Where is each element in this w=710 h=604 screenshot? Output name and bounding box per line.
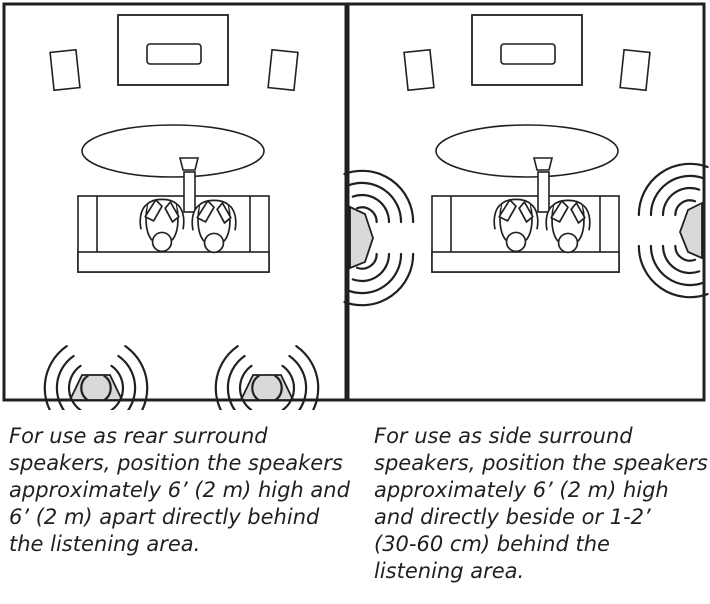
- caption-line: (30-60 cm) behind the: [374, 532, 610, 556]
- coffee-table-icon: [81, 124, 265, 178]
- caption-line: 6’ (2 m) apart directly behind: [9, 505, 320, 529]
- coffee-table-icon: [435, 124, 619, 178]
- lamp-icon: [532, 157, 554, 213]
- rear-surround-caption: For use as rear surround speakers, posit…: [9, 423, 350, 558]
- front-speaker-icon: [49, 48, 81, 92]
- surround-speaker-icon: [679, 201, 703, 260]
- caption-line: speakers, position the speakers: [374, 451, 708, 475]
- lamp-icon: [178, 157, 200, 213]
- caption-line: approximately 6’ (2 m) high: [374, 478, 669, 502]
- front-speaker-icon: [403, 48, 435, 92]
- caption-line: approximately 6’ (2 m) high and: [9, 478, 350, 502]
- front-speaker-icon: [267, 48, 299, 92]
- room-side: [331, 2, 710, 402]
- side-surround-caption: For use as side surround speakers, posit…: [374, 423, 708, 585]
- caption-line: the listening area.: [9, 532, 201, 556]
- tv-icon: [117, 14, 229, 86]
- caption-line: For use as rear surround: [9, 424, 268, 448]
- surround-speaker-icon: [68, 374, 124, 401]
- front-speaker-icon: [619, 48, 651, 92]
- caption-line: For use as side surround: [374, 424, 633, 448]
- caption-line: and directly beside or 1-2’: [374, 505, 651, 529]
- speaker-placement-diagram: [2, 2, 710, 410]
- sofa-icon: [77, 195, 270, 273]
- surround-speaker-icon: [349, 205, 374, 270]
- caption-line: speakers, position the speakers: [9, 451, 343, 475]
- room-rear: [2, 2, 348, 410]
- tv-icon: [471, 14, 583, 86]
- surround-speaker-icon: [239, 374, 295, 401]
- caption-line: listening area.: [374, 559, 525, 583]
